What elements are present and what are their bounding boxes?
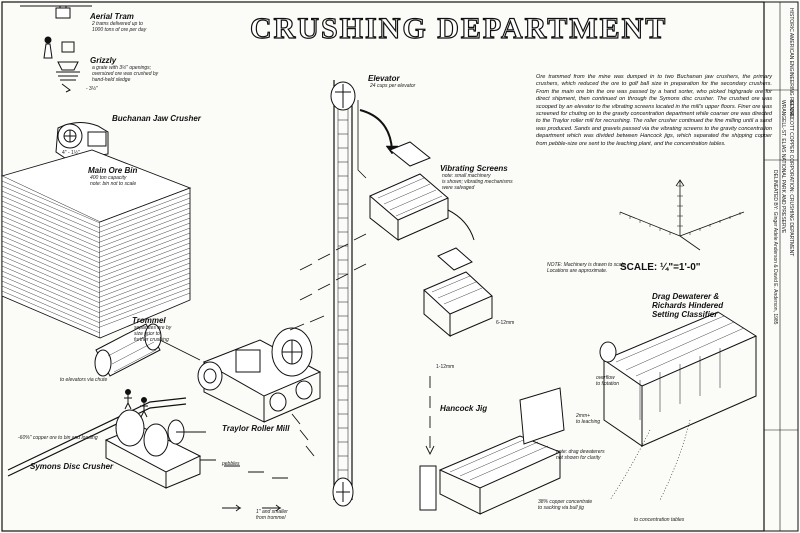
label-drag-2: Richards Hindered (652, 301, 724, 310)
symons-disc-crusher (104, 409, 206, 489)
label-to-conc-tables: to concentration tables (634, 517, 685, 523)
vibrating-screen-lower (423, 247, 493, 338)
label-vibrating-sub-3: were salvaged (442, 185, 475, 191)
label-oversize: to elevators via chute (60, 377, 108, 383)
drag-dewaterer-classifier (599, 311, 758, 501)
title-block-strip (763, 1, 799, 532)
elevator-cups (338, 119, 348, 471)
label-to-leaching-2: to leaching (576, 419, 601, 425)
description-paragraph: Ore trammed from the mine was dumped in … (536, 74, 772, 147)
label-to-leaching-1: 2mm+ (576, 413, 591, 419)
label-from-trommel-1: 1" and smaller (256, 509, 288, 515)
title-block-line-3: DELINEATED BY: Ginger Adele Anderson & D… (772, 170, 778, 325)
elevator-tower (330, 80, 367, 507)
label-symons: Symons Disc Crusher (30, 462, 114, 471)
axis-ticks (619, 185, 741, 235)
scale-label: SCALE: ¼"=1'-0" (620, 262, 701, 273)
label-vibrating-sub-1: note: small machinery (442, 173, 491, 179)
label-size-4-1-5: 4" - 1½" (62, 150, 80, 156)
ore-bin-planks (1, 180, 191, 334)
label-grizzly-sub-1: a grate with 3½" openings; (92, 65, 152, 71)
label-symons-in: -60%" copper ore to bin and loading (18, 435, 98, 441)
label-from-trommel-2: from trommel (256, 515, 286, 521)
label-overflow-2: to flotation (596, 381, 620, 387)
label-drag-1: Drag Dewaterer & (652, 292, 720, 301)
machinery-note: NOTE: Machinery is drawn to scale. Locat… (547, 262, 627, 274)
label-grizzly-sub-2: oversized ore was crushed by (92, 71, 159, 77)
label-copper-conc-1: 38% copper concentrate (538, 499, 593, 505)
label-grizzly: Grizzly (90, 56, 117, 65)
label-buchanan: Buchanan Jaw Crusher (112, 114, 201, 123)
label-trommel-sub-2: size prior to (134, 331, 160, 337)
label-vibrating-sub-2: is shown; vibrating mechanisms (442, 179, 513, 185)
hancock-jig (419, 387, 565, 515)
label-trommel-sub-3: further crushing (134, 337, 169, 343)
vibrating-screen-upper (369, 141, 475, 242)
label-jig-note-1: note: drag dewaterers (556, 449, 605, 455)
label-size-3-5: - 3½" (86, 86, 98, 92)
label-pebbles: pebbles (222, 461, 240, 467)
label-elevator: Elevator (368, 74, 400, 83)
label-copper-conc-2: to sacking via bull jig (538, 505, 584, 511)
label-vibrating: Vibrating Screens (440, 164, 508, 173)
drawing-title: CRUSHING DEPARTMENT (249, 11, 668, 45)
buchanan-jaw-crusher (55, 122, 109, 163)
traylor-roller-mill (197, 327, 322, 423)
label-main-ore-bin-sub-1: 400 ton capacity (90, 175, 127, 181)
aerial-tram (20, 5, 92, 93)
orientation-axes (619, 179, 745, 251)
label-main-ore-bin: Main Ore Bin (88, 166, 138, 175)
trommel (94, 323, 201, 377)
flow-arrows (200, 233, 435, 512)
elevator-arrow (359, 109, 393, 151)
label-jig-note-2: not shown for clarity (556, 455, 601, 461)
label-aerial-tram: Aerial Tram (90, 12, 134, 21)
title-block-line-1: KENNECOTT COPPER CORPORATION: CRUSHING D… (788, 100, 794, 257)
label-main-ore-bin-sub-2: note: bin not to scale (90, 181, 137, 187)
worker-figures (124, 389, 148, 418)
label-drag-3: Setting Classifier (652, 310, 718, 319)
ore-conveyor (7, 397, 187, 477)
label-traylor: Traylor Roller Mill (222, 424, 290, 433)
label-aerial-tram-sub-2: 1000 tons of ore per day (92, 27, 147, 33)
label-grizzly-sub-3: hand-held sledge (92, 77, 131, 83)
label-size-6mm: 6-12mm (496, 320, 515, 326)
label-overflow-1: overflow (596, 375, 615, 381)
label-size-2mm: 1-12mm (436, 364, 455, 370)
label-elevator-sub: 24 cups per elevator (370, 83, 416, 89)
label-trommel: Trommel (132, 316, 166, 325)
label-hancock: Hancock Jig (440, 404, 488, 413)
label-aerial-tram-sub-1: 2 trams delivered up to (92, 21, 143, 27)
label-trommel-sub-1: separates ore by (134, 325, 172, 331)
title-block-line-4: HISTORIC AMERICAN ENGINEERING RECORD (788, 8, 794, 119)
title-block-line-2: WRANGELL-ST. ELIAS NATIONAL PARK AND PRE… (780, 100, 786, 234)
